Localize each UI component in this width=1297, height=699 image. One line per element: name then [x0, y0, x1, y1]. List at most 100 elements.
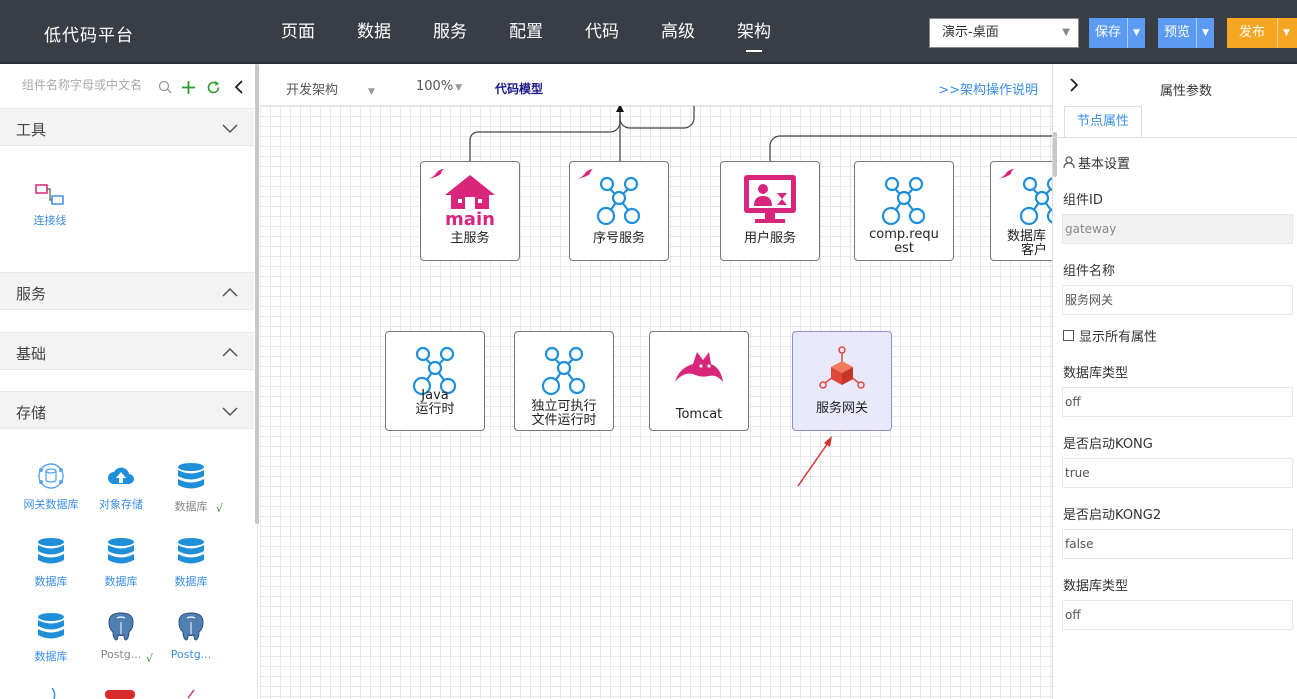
field-label-component-name: 组件名称 [1063, 264, 1116, 279]
node-db-client-label: 数据库 客户 [993, 230, 1052, 258]
field-label-enable-kong: 是否启动KONG [1063, 437, 1153, 452]
section-storage[interactable]: 存储 [0, 391, 254, 429]
node-service-gateway[interactable]: 服务网关 [792, 331, 892, 431]
network-nodes-icon [515, 342, 613, 398]
node-executable-runtime-label-line1: 独立可执行 [531, 399, 597, 414]
architecture-help-link[interactable]: >>架构操作说明 [938, 83, 1038, 98]
tab-node-properties[interactable]: 节点属性 [1064, 106, 1142, 138]
storage-item-gateway-db[interactable]: 网关数据库 [16, 462, 86, 512]
section-basic-label: 基础 [16, 345, 47, 363]
show-all-properties-checkbox[interactable] [1063, 330, 1074, 341]
nav-code[interactable]: 代码 [585, 22, 619, 42]
component-name-field[interactable]: 服务网关 [1062, 285, 1293, 315]
section-storage-label: 存储 [16, 404, 47, 422]
storage-item-database[interactable]: 数据库 [16, 537, 86, 589]
storage-item-database[interactable]: 数据库 [156, 462, 226, 514]
storage-item-object-storage[interactable]: 对象存储 [86, 462, 156, 512]
properties-panel-title: 属性参数 [1160, 84, 1213, 99]
db-type-2-field[interactable]: off [1062, 600, 1293, 630]
storage-item-postgres[interactable]: Postg... [86, 612, 156, 661]
nav-data[interactable]: 数据 [357, 22, 391, 42]
node-java-runtime-label: Java 运行时 [388, 389, 482, 417]
architecture-select-value: 开发架构 [286, 83, 339, 98]
preview-button[interactable]: 预览 [1164, 25, 1191, 40]
refresh-icon[interactable] [206, 80, 221, 95]
node-serial-service[interactable]: 序号服务 [569, 161, 669, 261]
storage-item-postgres[interactable]: Postg... [156, 612, 226, 661]
storage-item-label: Postg... [100, 648, 142, 661]
field-label-db-type-2: 数据库类型 [1063, 579, 1129, 594]
architecture-select[interactable]: 开发架构 ▼ [286, 79, 375, 98]
storage-item-label: 数据库 [104, 575, 138, 588]
node-user-service-label: 用户服务 [743, 231, 796, 246]
node-main-service[interactable]: main 主服务 [420, 161, 520, 261]
field-label-db-type: 数据库类型 [1063, 366, 1129, 381]
search-icon[interactable] [158, 80, 172, 94]
chevron-up-icon [222, 347, 238, 357]
chevron-down-icon: ▼ [455, 83, 463, 93]
storage-item-label: 数据库 [174, 575, 208, 588]
section-service-label: 服务 [16, 285, 47, 303]
storage-item-label: 网关数据库 [23, 498, 79, 511]
search-row [0, 64, 258, 110]
node-executable-runtime[interactable]: 独立可执行 文件运行时 [514, 331, 614, 431]
section-basic[interactable]: 基础 [0, 332, 254, 370]
save-dropdown-icon[interactable]: ▼ [1127, 18, 1145, 48]
properties-panel: 属性参数 节点属性 基本设置 组件ID gateway 组件名称 服务网关 显示… [1052, 64, 1297, 699]
node-tomcat-label: Tomcat [675, 407, 723, 422]
properties-scrollbar[interactable] [1053, 132, 1057, 177]
chevron-down-icon [222, 124, 238, 134]
postgres-icon [108, 612, 134, 641]
section-service[interactable]: 服务 [0, 272, 254, 310]
preview-dropdown-icon[interactable]: ▼ [1196, 18, 1214, 48]
env-select[interactable]: 演示-桌面 ▼ [929, 18, 1079, 48]
nav-config[interactable]: 配置 [509, 22, 543, 42]
tool-connector[interactable]: 连接线 [15, 184, 85, 228]
node-java-runtime[interactable]: Java 运行时 [385, 331, 485, 431]
section-tools[interactable]: 工具 [0, 108, 254, 146]
node-java-runtime-label-line1: Java [421, 388, 449, 403]
show-all-properties-row[interactable]: 显示所有属性 [1063, 326, 1157, 345]
gateway-db-icon [38, 463, 64, 489]
component-search-input[interactable] [22, 78, 152, 92]
nav-page[interactable]: 页面 [281, 22, 315, 42]
field-label-component-id: 组件ID [1063, 193, 1103, 208]
storage-item-database[interactable]: 数据库 [156, 537, 226, 589]
node-service-gateway-label: 服务网关 [815, 401, 868, 416]
user-icon [1063, 156, 1075, 169]
check-icon: √ [216, 502, 224, 515]
db-type-field[interactable]: off [1062, 387, 1293, 417]
node-user-service[interactable]: 用户服务 [720, 161, 820, 261]
enable-kong-field[interactable]: true [1062, 458, 1293, 488]
check-icon: √ [146, 652, 154, 665]
canvas-toolbar: 开发架构 ▼ 100%▼ 代码模型 >>架构操作说明 [260, 64, 1052, 106]
node-db-client[interactable]: 数据库 客户 [990, 161, 1052, 261]
top-header: 低代码平台 页面 数据 服务 配置 代码 高级 架构 演示-桌面 ▼ 保存 ▼ … [0, 0, 1297, 64]
architecture-canvas[interactable]: main 主服务 序号服务 [260, 106, 1052, 699]
node-comp-request[interactable]: comp.request [854, 161, 954, 261]
publish-dropdown-icon[interactable]: ▼ [1277, 18, 1295, 48]
chevron-down-icon [222, 407, 238, 417]
code-model-link[interactable]: 代码模型 [495, 82, 544, 96]
collapse-left-icon[interactable] [233, 80, 245, 94]
storage-item-database[interactable]: 数据库 [86, 537, 156, 589]
nav-architecture[interactable]: 架构 [716, 0, 792, 64]
node-main-service-label: 主服务 [450, 231, 490, 246]
save-button[interactable]: 保存 [1095, 25, 1122, 40]
zoom-select[interactable]: 100%▼ [416, 79, 462, 94]
show-all-properties-label: 显示所有属性 [1079, 330, 1158, 345]
node-tomcat[interactable]: Tomcat [649, 331, 749, 431]
sidebar-scrollbar[interactable] [255, 64, 259, 524]
expand-right-icon[interactable] [1069, 78, 1079, 92]
chevron-down-icon: ▼ [368, 87, 375, 97]
database-icon [38, 613, 64, 639]
connector-icon [35, 184, 64, 205]
nav-service[interactable]: 服务 [433, 22, 467, 42]
network-nodes-icon [855, 172, 953, 228]
publish-button[interactable]: 发布 [1239, 25, 1266, 40]
plus-icon[interactable] [181, 80, 196, 95]
storage-item-database[interactable]: 数据库 [16, 612, 86, 664]
node-java-runtime-label-line2: 运行时 [415, 402, 455, 417]
enable-kong2-field[interactable]: false [1062, 529, 1293, 559]
nav-advanced[interactable]: 高级 [661, 22, 695, 42]
